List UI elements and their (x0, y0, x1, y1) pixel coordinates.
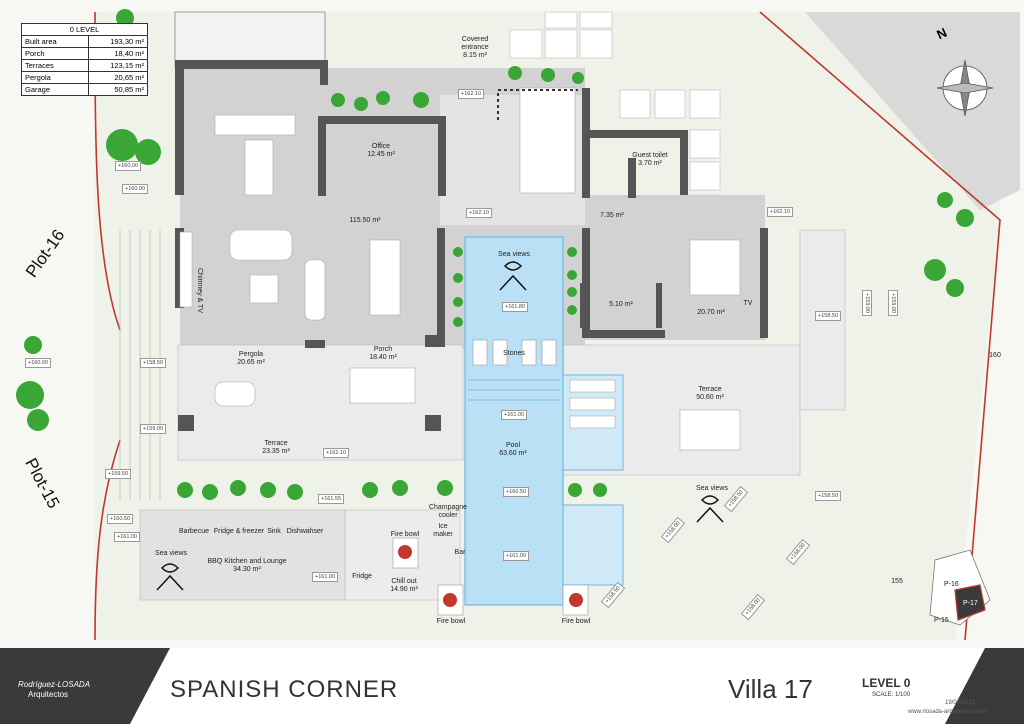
label-bath: 5.10 m² (609, 301, 633, 308)
label-guest-toilet: Guest toilet 3.70 m² (632, 152, 668, 168)
label-terrace-left: Terrace 23.35 m² (262, 440, 290, 456)
scale-label: SCALE: 1/100 (872, 692, 911, 698)
compass-rose (936, 59, 994, 117)
level-marker: +159.00 (862, 290, 872, 317)
bbq-area (139, 509, 346, 601)
label-bbq-kitchen: BBQ Kitchen and Lounge 34.30 m² (207, 558, 287, 574)
label-ice-maker: Ice maker (433, 523, 453, 539)
label-bedroom: 20.70 m² (697, 309, 725, 316)
label-sea-views-bbq: Sea views (155, 550, 187, 557)
label-office: Office 12.45 m² (367, 143, 395, 159)
level-marker: +160.50 (107, 514, 134, 524)
fire-bowls (392, 537, 589, 616)
locator-p15: P-15 (934, 617, 949, 624)
level-marker: +161.00 (114, 532, 141, 542)
logo-line1: Rodríguez-LOSADA (18, 680, 91, 689)
level-marker: +160.00 (115, 161, 142, 171)
label-bar: Bar (454, 549, 466, 556)
plot-boundary-right (759, 11, 1001, 641)
label-covered-entrance: Covered entrance 8.15 m² (461, 36, 489, 60)
villa-title: Villa 17 (728, 674, 813, 704)
level-marker: +159.00 (888, 290, 898, 317)
level-marker: +158.50 (815, 311, 842, 321)
road-area (805, 12, 1020, 210)
level-marker: +161.80 (502, 302, 529, 312)
sea-view-icons (156, 261, 724, 591)
level-marker: +161.00 (503, 551, 530, 561)
level-marker: +159.00 (140, 424, 167, 434)
label-pergola: Pergola 20.65 m² (237, 351, 265, 367)
contour-label: 160 (989, 352, 1001, 359)
title-block: Rodríguez-LOSADA Arquitectos SPANISH COR… (0, 648, 1024, 724)
label-chimney: Chimney & TV (196, 268, 203, 313)
level-marker: +160.00 (25, 358, 52, 368)
palm-trees (16, 9, 974, 500)
label-champagne-cooler: Champagne cooler (428, 504, 468, 520)
label-pool: Pool 63.60 m² (499, 442, 527, 458)
website-label: www.rlosada-arquitectos.com (908, 709, 987, 715)
locator-p16: P-16 (944, 581, 959, 588)
label-hall: 7.35 m² (600, 212, 624, 219)
logo-line2: Arquitectos (28, 690, 69, 699)
level-marker: +162.10 (466, 208, 493, 218)
level-marker: +161.00 (501, 410, 528, 420)
contour-label: 155 (891, 578, 903, 585)
label-chill-out: Chill out 14.90 m² (390, 578, 418, 594)
level-marker: +162.10 (458, 89, 485, 99)
label-sink: Sink (267, 528, 281, 535)
level-marker: +160.00 (122, 184, 149, 194)
label-porch: Porch 18.40 m² (369, 346, 397, 362)
level-marker: +162.10 (323, 448, 350, 458)
floor-plan (0, 0, 1024, 648)
label-living: 115.50 m² (349, 217, 381, 224)
label-dishwasher: Dishwahser (286, 528, 324, 535)
label-terrace-right: Terrace 50.60 m² (696, 386, 724, 402)
label-fridge-freezer: Fridge & freezer (213, 528, 265, 535)
pool (464, 236, 564, 606)
label-fire-bowl-right: Fire bowl (561, 618, 591, 625)
level-title: LEVEL 0 (862, 676, 911, 690)
locator-map (929, 549, 991, 626)
date-label: 19/04/2021 (945, 700, 976, 706)
label-sea-views-pool: Sea views (498, 251, 530, 258)
title-block-frame (0, 648, 1024, 724)
level-marker: +161.55 (318, 494, 345, 504)
level-marker: +162.10 (767, 207, 794, 217)
level-marker: +159.50 (105, 469, 132, 479)
level-marker: +158.50 (815, 491, 842, 501)
level-marker: +161.00 (312, 572, 339, 582)
label-stones: Stones (503, 350, 525, 357)
level-marker: +158.50 (140, 358, 167, 368)
legend-title: 0 LEVEL (21, 23, 148, 36)
project-title: SPANISH CORNER (170, 676, 399, 703)
level-marker: +160.50 (503, 487, 530, 497)
locator-p17: P-17 (963, 600, 978, 607)
label-fridge: Fridge (352, 573, 372, 580)
label-barbecue: Barbecue (179, 528, 209, 535)
label-tv: TV (743, 300, 753, 307)
label-sea-views-right: Sea views (696, 485, 728, 492)
label-fire-bowl-left: Fire bowl (436, 618, 466, 625)
label-fire-bowl-inner: Fire bowl (390, 531, 420, 538)
garage (174, 11, 326, 68)
